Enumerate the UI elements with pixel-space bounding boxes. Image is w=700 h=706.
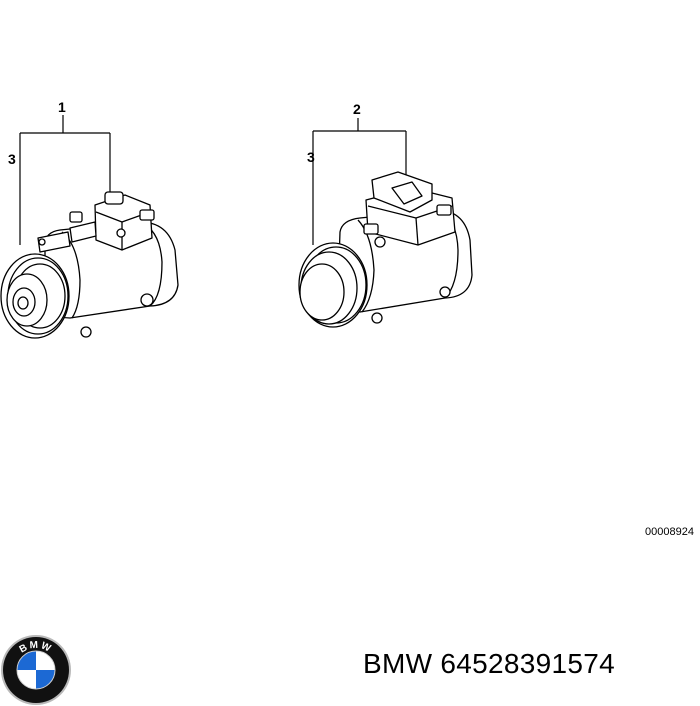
part-caption: BMW 64528391574: [363, 648, 615, 680]
callout-label-3-left: 3: [8, 151, 16, 167]
callout-label-3-right: 3: [307, 149, 315, 165]
callout-label-1: 1: [58, 99, 66, 115]
diagram-id: 00008924: [645, 526, 694, 538]
callout-lines-right: [312, 118, 407, 245]
brand-name: BMW: [363, 648, 433, 679]
part-number: 64528391574: [440, 648, 616, 679]
callout-lines-left: [19, 115, 111, 245]
compressor-right-drawing: [298, 171, 473, 328]
callout-label-2: 2: [353, 101, 361, 117]
bmw-logo: BMW: [1, 635, 71, 705]
svg-text:BMW: BMW: [18, 640, 54, 656]
compressor-left-drawing: [0, 191, 179, 339]
